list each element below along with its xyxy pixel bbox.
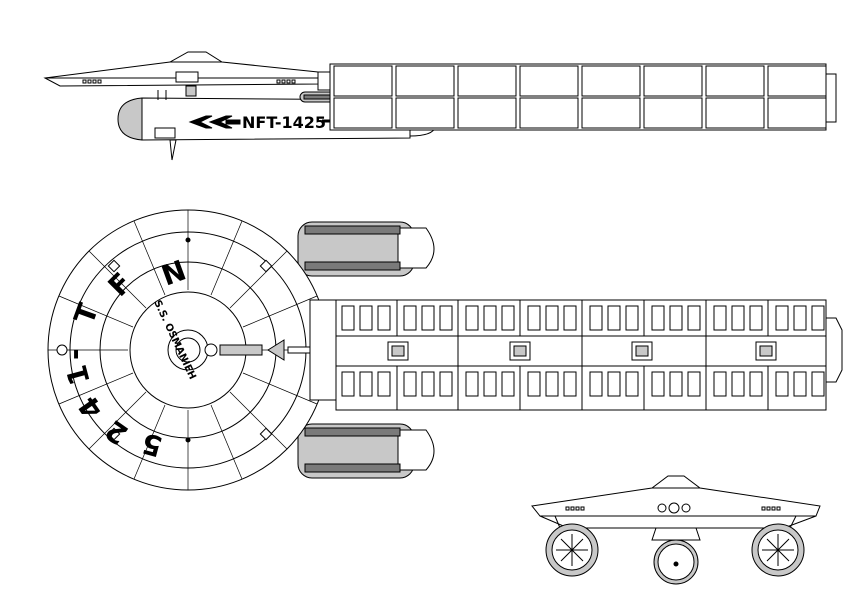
side-registry-label: NFT-1425 <box>242 113 326 132</box>
cargo-spine-clamps <box>387 341 777 361</box>
side-saucer <box>43 51 332 97</box>
front-nacelle-left <box>545 515 599 577</box>
front-nacelle-right <box>751 515 805 577</box>
front-secondary-hull <box>651 527 701 585</box>
front-view <box>531 475 821 585</box>
top-nacelle-lower <box>297 423 435 479</box>
side-cargo-containers <box>329 63 837 131</box>
top-saucer <box>47 209 329 491</box>
top-nacelle-upper <box>297 221 435 277</box>
cargo-pod-dividers <box>396 300 769 410</box>
side-view: NFT-1425 <box>43 51 837 161</box>
front-saucer <box>531 475 821 529</box>
side-saucer-window-row <box>82 79 296 84</box>
registry-letter-dash: - <box>58 348 91 360</box>
top-cargo-containers <box>335 299 843 411</box>
front-windows <box>565 502 781 514</box>
cargo-pod-panels <box>341 305 825 397</box>
top-view: N F T - 1 4 2 5 S.S. OSMANIEH <box>47 209 843 491</box>
